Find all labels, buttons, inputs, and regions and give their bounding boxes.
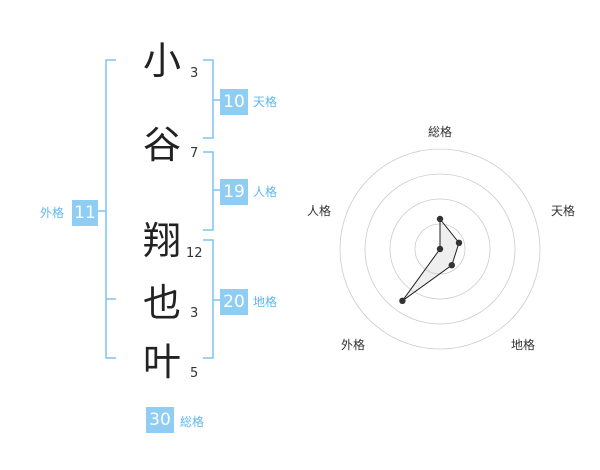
radar-axis-label-2: 地格 (511, 338, 536, 352)
radar-point-4 (436, 245, 444, 253)
tenkaku-label: 天格 (253, 95, 278, 109)
radar-axis-label-1: 天格 (551, 204, 576, 218)
tenkaku-bracket (203, 59, 214, 139)
radar-axis-label-4: 人格 (307, 204, 332, 218)
radar-point-3 (399, 297, 406, 304)
stroke-count-5: 5 (190, 366, 199, 381)
jinkaku-bracket (203, 151, 214, 231)
radar-ring-3 (364, 173, 516, 325)
name-char-2: 谷 (143, 123, 182, 167)
soukaku-value: 30 (146, 407, 174, 433)
gaikaku-value: 11 (72, 200, 98, 226)
stroke-count-2: 7 (190, 146, 199, 161)
radar-ring-2 (389, 198, 491, 300)
radar-point-1 (455, 239, 463, 246)
chikaku-label: 地格 (253, 295, 278, 309)
radar-axis-label-0: 総格 (428, 125, 453, 139)
tenkaku-value: 10 (220, 89, 248, 115)
name-char-5: 叶 (143, 340, 182, 384)
name-char-3: 翔 (143, 219, 182, 263)
stroke-count-4: 3 (190, 306, 199, 321)
gaikaku-bracket (105, 59, 116, 359)
gaikaku-label: 外格 (40, 206, 65, 220)
radar-point-2 (448, 262, 455, 269)
jinkaku-value: 19 (220, 179, 248, 205)
radar-axis-label-3: 外格 (341, 338, 366, 352)
name-char-4: 也 (143, 281, 182, 325)
chikaku-value: 20 (220, 289, 248, 315)
stroke-count-1: 3 (190, 66, 199, 81)
soukaku-label: 総格 (180, 415, 205, 429)
chikaku-bracket (203, 239, 214, 359)
jinkaku-label: 人格 (253, 185, 278, 199)
name-char-1: 小 (143, 39, 182, 83)
radar-series-polygon (401, 217, 460, 302)
stroke-count-3: 12 (186, 246, 203, 261)
radar-point-0 (436, 215, 444, 223)
radar-ring-4 (339, 148, 541, 350)
